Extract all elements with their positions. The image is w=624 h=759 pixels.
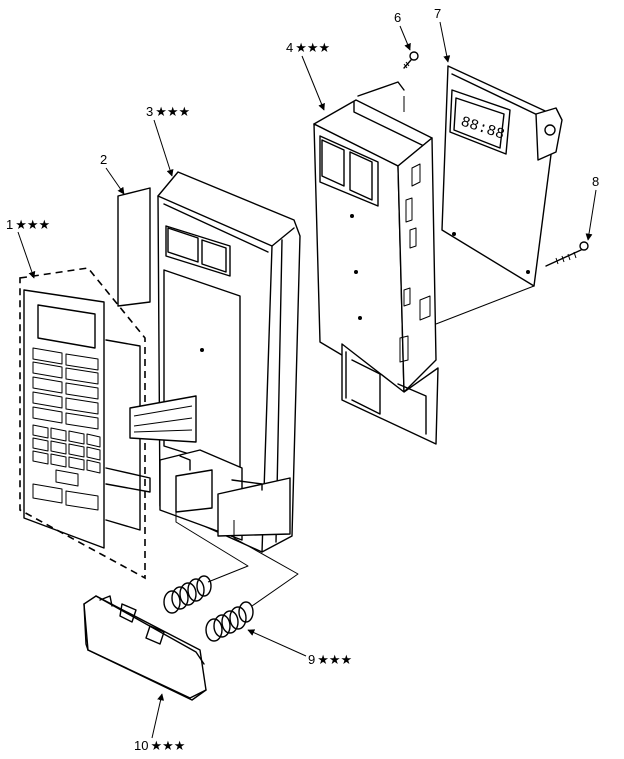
part-screw-small <box>403 51 419 69</box>
part-display-pcb: 88:88 <box>403 65 563 325</box>
callout-leaders <box>17 21 597 739</box>
callout-labels: 1★★★ 2 3★★★ 4★★★ 6 7 8 9★★★ 10★★★ <box>6 6 599 753</box>
callout-8: 8 <box>592 174 599 189</box>
callout-2: 2 <box>100 152 107 167</box>
callout-1: 1★★★ <box>6 217 50 232</box>
part-screw-long <box>545 241 589 267</box>
part-springs <box>163 512 299 642</box>
callout-3: 3★★★ <box>146 104 190 119</box>
callout-6: 6 <box>394 10 401 25</box>
callout-10: 10★★★ <box>134 738 185 753</box>
part-control-chassis <box>313 81 439 445</box>
part-control-panel-frame <box>129 171 301 553</box>
callout-7: 7 <box>434 6 441 21</box>
part-release-button <box>83 595 207 701</box>
part-keypad-membrane <box>19 267 151 580</box>
callout-9: 9★★★ <box>308 652 352 667</box>
part-insulator-sheet <box>117 187 151 307</box>
callout-4: 4★★★ <box>286 40 330 55</box>
